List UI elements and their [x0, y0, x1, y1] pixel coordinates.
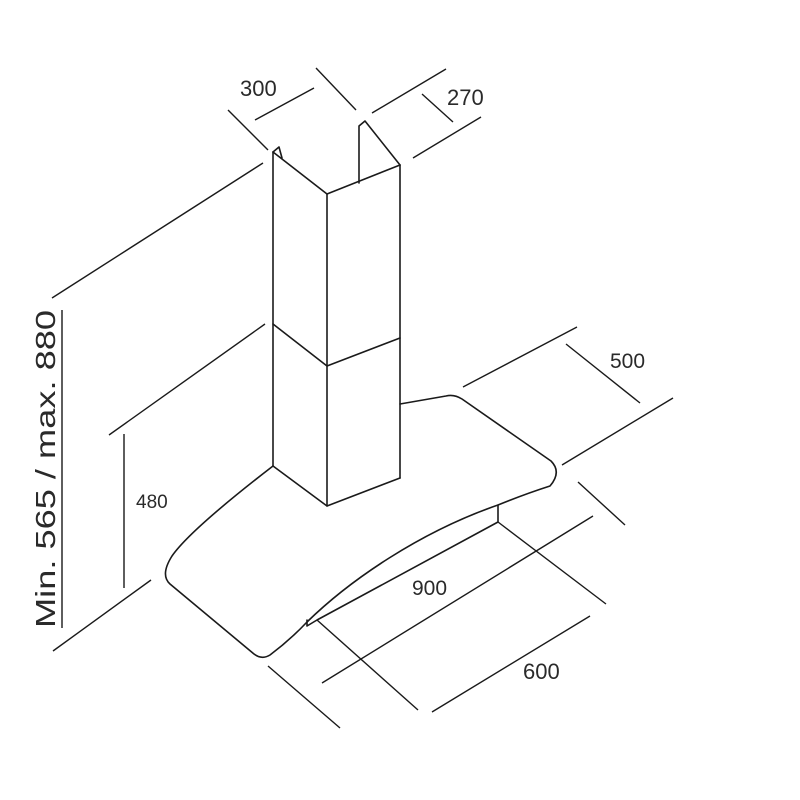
canopy	[164, 394, 558, 659]
canopy-underside	[306, 504, 499, 627]
canopy-outline	[164, 394, 558, 659]
dim-900-ext-left	[267, 665, 341, 729]
label-500: 500	[610, 350, 645, 373]
dim-900-ext-right	[577, 481, 626, 526]
chimney-left-tab	[272, 146, 283, 159]
dim-bottom-ext	[52, 579, 152, 652]
dim-270-ext-top	[371, 68, 447, 114]
dim-900-line	[321, 515, 594, 684]
chimney	[272, 120, 401, 507]
label-270: 270	[447, 85, 484, 110]
label-total-height: Min. 565 / max. 880	[30, 310, 61, 628]
dim-270-line	[421, 93, 454, 123]
label-600: 600	[523, 659, 560, 684]
dim-300-line	[254, 87, 315, 121]
dim-600-ext-left	[316, 619, 419, 711]
dim-500-line	[565, 343, 641, 404]
dim-270-ext-bottom	[412, 116, 482, 159]
dim-500-ext-bottom	[561, 397, 674, 466]
label-300: 300	[240, 76, 277, 101]
chimney-back-tab	[358, 120, 401, 184]
label-480: 480	[136, 492, 168, 513]
dim-height-ext-top	[51, 162, 264, 299]
dim-300-ext-right	[315, 67, 357, 111]
dim-300-ext-left	[227, 109, 269, 151]
dim-500-ext-top	[462, 326, 578, 388]
dim-480-ext-top	[108, 323, 266, 436]
dim-600-line	[431, 615, 591, 713]
chimney-joint	[272, 323, 401, 367]
chimney-bottom	[272, 465, 401, 507]
dim-600-ext-right	[497, 521, 607, 605]
chimney-top-edge	[272, 151, 401, 195]
label-900: 900	[412, 577, 447, 600]
dimension-lines	[51, 67, 674, 729]
